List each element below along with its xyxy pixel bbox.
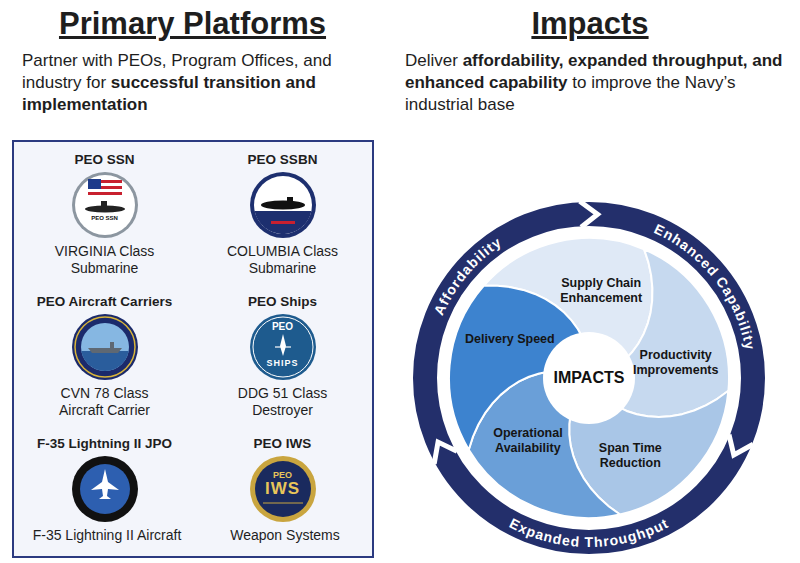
blade-label: Supply Chain Enhancement [551, 276, 651, 306]
platform-heading: PEO Aircraft Carriers [17, 294, 192, 310]
subtitle-text: Deliver [405, 51, 458, 70]
ring-label: Expanded Throughput [507, 515, 671, 550]
platform-entry: PEO Aircraft CarriersCVN 78 Class Aircra… [17, 294, 192, 419]
platform-logo: PEOIWS [249, 455, 317, 523]
platform-logo: PEO SSN [71, 171, 139, 239]
blade-path [617, 249, 729, 417]
platform-heading: F-35 Lightning II JPO [17, 436, 192, 452]
section-heading: Primary Platforms [0, 6, 385, 42]
platform-heading: PEO SSBN [195, 152, 370, 168]
platform-caption: F-35 Lightning II Aircraft [17, 527, 197, 544]
platform-entry: PEO SSN PEO SSN VIRGINIA Class Submarine [17, 152, 192, 277]
platform-heading: PEO Ships [195, 294, 370, 310]
platform-caption: CVN 78 Class Aircraft Carrier [44, 385, 166, 419]
platform-heading: PEO IWS [195, 436, 370, 452]
logo-emblem [71, 455, 139, 523]
platform-entry: PEO SSBN COLUMBIA Class Submarine [195, 152, 370, 277]
blade-label: Operational Availability [478, 426, 578, 456]
platform-logo: PEO SHIPS [249, 313, 317, 381]
logo-text: PEO [249, 470, 317, 480]
platform-heading: PEO SSN [17, 152, 192, 168]
ring-chevron [434, 442, 457, 464]
ring-label-text: Expanded Throughput [507, 515, 671, 550]
platform-logo [249, 171, 317, 239]
impact-center: IMPACTS [542, 331, 636, 425]
logo-text: IWS [249, 480, 317, 498]
ring-chevron [580, 201, 598, 227]
blade-label: Delivery Speed [460, 332, 560, 347]
platform-panel [12, 140, 374, 558]
platform-logo [71, 455, 139, 523]
platform-caption: VIRGINIA Class Submarine [44, 243, 166, 277]
platform-caption: COLUMBIA Class Submarine [222, 243, 344, 277]
logo-emblem [71, 171, 139, 239]
platform-caption: Weapon Systems [195, 527, 375, 544]
center-label: IMPACTS [542, 368, 636, 388]
logo-text: SHIPS [249, 358, 317, 368]
blade-label: Productivity Improvements [626, 348, 726, 378]
platform-entry: F-35 Lightning II JPOF-35 Lightning II A… [17, 436, 192, 544]
platform-entry: PEO ShipsPEO SHIPS DDG 51 Class Destroyer [195, 294, 370, 419]
subtitle: Partner with PEOs, Program Offices, and … [22, 50, 357, 116]
logo-text: PEO [249, 321, 317, 332]
blade-label: Span Time Reduction [580, 441, 680, 471]
platform-entry: PEO IWSPEOIWSWeapon Systems [195, 436, 370, 544]
platform-logo [71, 313, 139, 381]
logo-emblem [249, 171, 317, 239]
center-circle [543, 332, 635, 424]
logo-emblem [71, 313, 139, 381]
logo-text: PEO SSN [71, 215, 139, 222]
platform-caption: DDG 51 Class Destroyer [222, 385, 344, 419]
subtitle: Deliver affordability, expanded throughp… [405, 50, 790, 116]
impact-ring: AffordabilityEnhanced CapabilityExpanded… [413, 202, 765, 554]
ring-chevron [729, 435, 753, 455]
section-heading: Impacts [400, 6, 780, 42]
